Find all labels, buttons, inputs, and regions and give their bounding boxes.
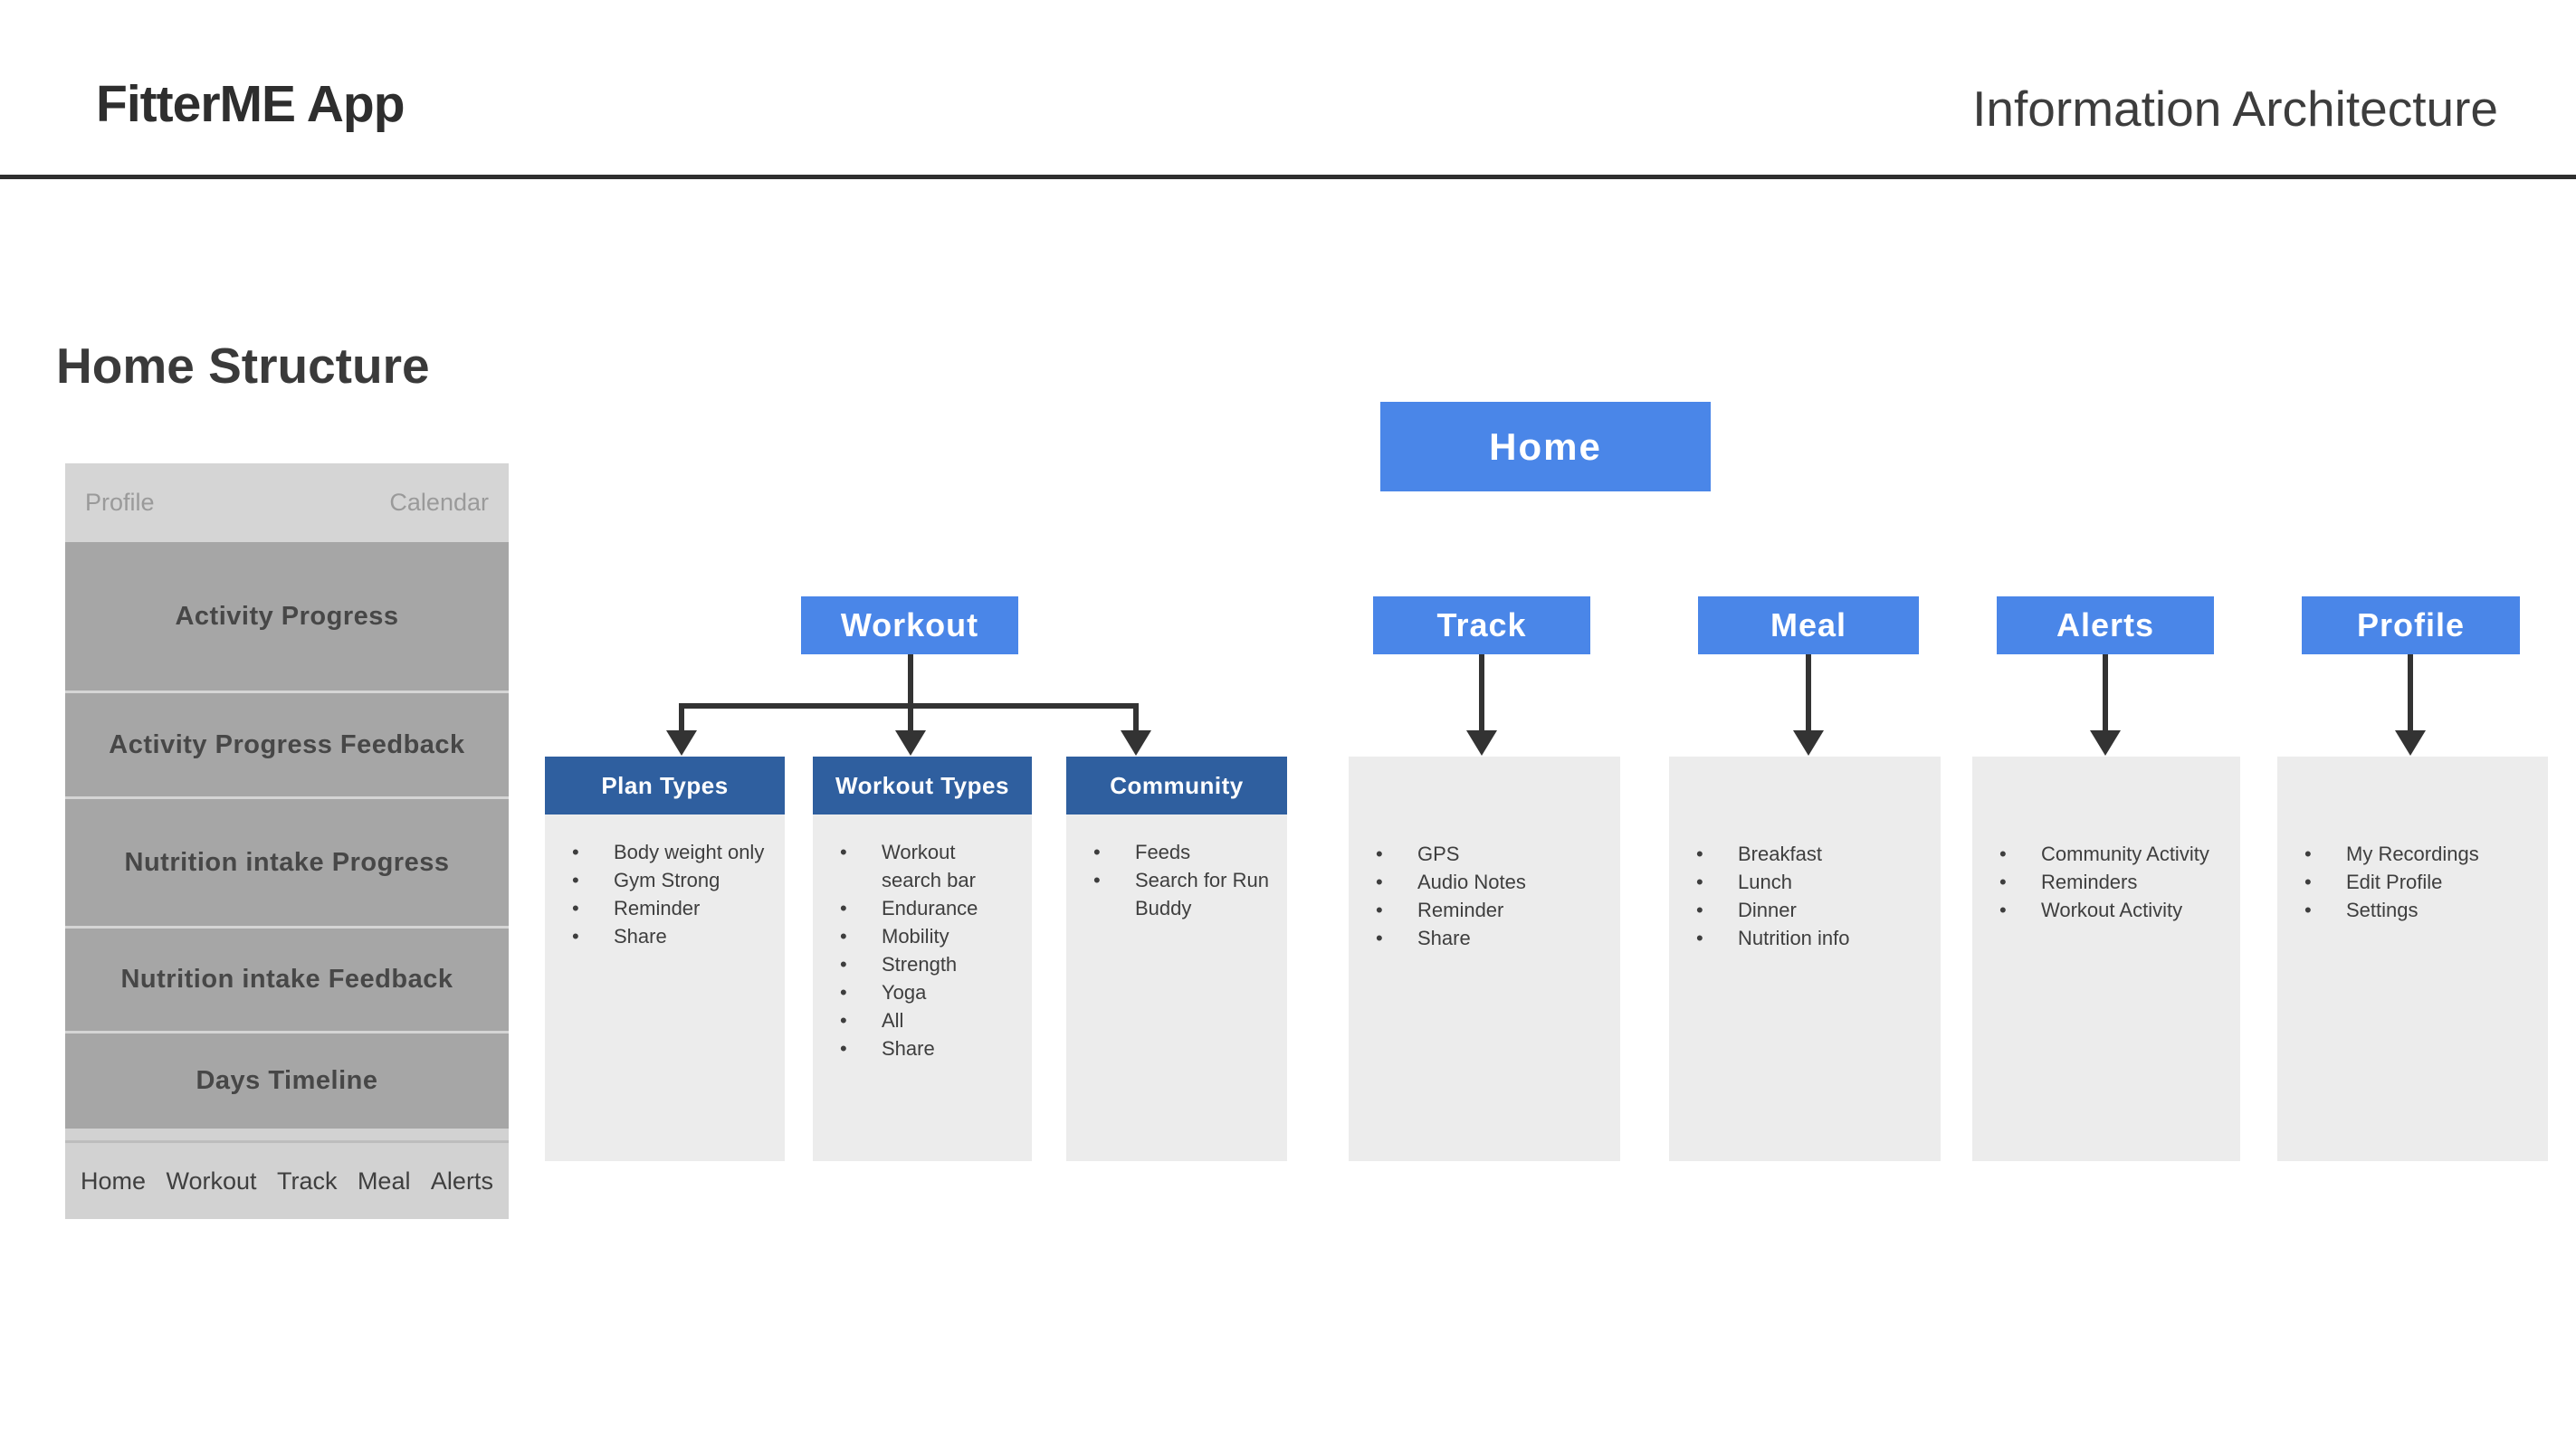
tree-node-workout: Workout <box>801 596 1018 654</box>
list-item: Reminder <box>545 894 767 922</box>
phone-row-activity-progress: Activity Progress <box>65 542 509 691</box>
list-item: Share <box>1349 924 1602 952</box>
list-item: Gym Strong <box>545 866 767 894</box>
panel-alerts: Community ActivityRemindersWorkout Activ… <box>1972 757 2240 1161</box>
phone-row-nutrition-feedback: Nutrition intake Feedback <box>65 929 509 1031</box>
tree-node-track: Track <box>1373 596 1590 654</box>
workout-connector-stem <box>908 654 913 732</box>
panel-workout-types-header: Workout Types <box>813 757 1032 814</box>
panel-meal: BreakfastLunchDinnerNutrition info <box>1669 757 1941 1161</box>
tree-node-profile: Profile <box>2302 596 2520 654</box>
arrow-to-plan-types-icon <box>666 730 697 756</box>
arrow-to-alerts-panel-icon <box>2090 730 2121 756</box>
list-item: Nutrition info <box>1669 924 1922 952</box>
phone-screen-rows: Activity Progress Activity Progress Feed… <box>65 542 509 1129</box>
header-divider <box>0 175 2576 179</box>
nav-item-track: Track <box>276 1167 338 1195</box>
list-item: Edit Profile <box>2277 868 2530 896</box>
nav-item-alerts: Alerts <box>430 1167 493 1195</box>
list-item: Workout Activity <box>1972 896 2222 924</box>
panel-plan-types-header: Plan Types <box>545 757 785 814</box>
phone-top-bar: Profile Calendar <box>65 463 509 542</box>
app-title: FitterME App <box>96 75 405 133</box>
alerts-connector-stem <box>2103 654 2108 732</box>
arrow-to-track-panel-icon <box>1466 730 1497 756</box>
panel-community-header: Community <box>1066 757 1287 814</box>
list-item: Reminders <box>1972 868 2222 896</box>
plan-types-list: Body weight onlyGym StrongReminderShare <box>545 814 785 950</box>
list-item: Breakfast <box>1669 840 1922 868</box>
panel-community: Community FeedsSearch for Run Buddy <box>1066 757 1287 1161</box>
panel-plan-types: Plan Types Body weight onlyGym StrongRem… <box>545 757 785 1161</box>
list-item: Body weight only <box>545 838 767 866</box>
phone-strip <box>65 1129 509 1140</box>
list-item: All <box>813 1006 1014 1034</box>
list-item: Search for Run Buddy <box>1066 866 1282 922</box>
profile-connector-stem <box>2408 654 2413 732</box>
workout-connector-left-drop <box>679 703 684 732</box>
phone-row-activity-progress-feedback: Activity Progress Feedback <box>65 693 509 796</box>
list-item: Mobility <box>813 922 1014 950</box>
workout-types-list: Workout search barEnduranceMobilityStren… <box>813 814 1032 1062</box>
tree-node-home: Home <box>1380 402 1711 491</box>
arrow-to-meal-panel-icon <box>1793 730 1824 756</box>
phone-row-nutrition-progress: Nutrition intake Progress <box>65 799 509 926</box>
arrow-to-workout-types-icon <box>895 730 926 756</box>
meal-list: BreakfastLunchDinnerNutrition info <box>1669 757 1941 952</box>
list-item: Strength <box>813 950 1014 978</box>
document-title: Information Architecture <box>1972 81 2498 137</box>
list-item: Audio Notes <box>1349 868 1602 896</box>
list-item: Workout search bar <box>813 838 1014 894</box>
meal-connector-stem <box>1806 654 1811 732</box>
panel-workout-types: Workout Types Workout search barEnduranc… <box>813 757 1032 1161</box>
section-title: Home Structure <box>56 338 430 394</box>
nav-item-home: Home <box>81 1167 147 1195</box>
list-item: Community Activity <box>1972 840 2222 868</box>
list-item: Settings <box>2277 896 2530 924</box>
top-bar-profile-label: Profile <box>85 489 155 516</box>
alerts-list: Community ActivityRemindersWorkout Activ… <box>1972 757 2240 924</box>
arrow-to-profile-panel-icon <box>2395 730 2426 756</box>
profile-list: My RecordingsEdit ProfileSettings <box>2277 757 2548 924</box>
list-item: Yoga <box>813 978 1014 1006</box>
list-item: Dinner <box>1669 896 1922 924</box>
list-item: Lunch <box>1669 868 1922 896</box>
phone-row-days-timeline: Days Timeline <box>65 1034 509 1129</box>
nav-item-meal: Meal <box>357 1167 411 1195</box>
list-item: Endurance <box>813 894 1014 922</box>
list-item: Reminder <box>1349 896 1602 924</box>
list-item: Share <box>545 922 767 950</box>
panel-profile: My RecordingsEdit ProfileSettings <box>2277 757 2548 1161</box>
track-connector-stem <box>1479 654 1484 732</box>
phone-wireframe: Profile Calendar Activity Progress Activ… <box>65 463 509 1219</box>
list-item: Share <box>813 1034 1014 1062</box>
tree-node-alerts: Alerts <box>1997 596 2214 654</box>
list-item: Feeds <box>1066 838 1282 866</box>
workout-connector-crossbar <box>679 703 1139 709</box>
arrow-to-community-icon <box>1121 730 1151 756</box>
workout-connector-right-drop <box>1133 703 1139 732</box>
panel-track: GPSAudio NotesReminderShare <box>1349 757 1620 1161</box>
nav-item-workout: Workout <box>166 1167 257 1195</box>
list-item: GPS <box>1349 840 1602 868</box>
track-list: GPSAudio NotesReminderShare <box>1349 757 1620 952</box>
top-bar-calendar-label: Calendar <box>389 489 489 516</box>
phone-nav-divider <box>65 1140 509 1143</box>
phone-bottom-nav: Home Workout Track Meal Alerts <box>65 1143 509 1219</box>
tree-node-meal: Meal <box>1698 596 1919 654</box>
community-list: FeedsSearch for Run Buddy <box>1066 814 1287 922</box>
list-item: My Recordings <box>2277 840 2530 868</box>
